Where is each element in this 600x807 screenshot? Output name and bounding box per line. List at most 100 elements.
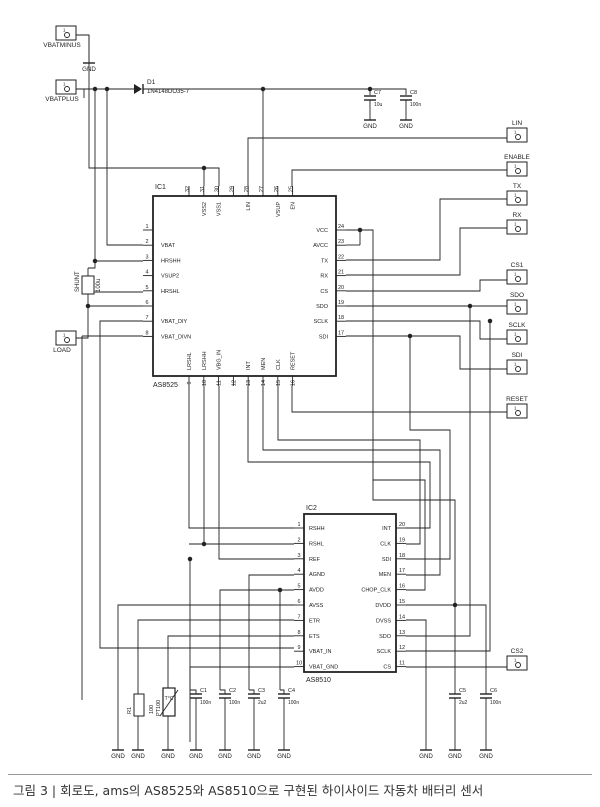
ic2-pin-name: ETS [309, 634, 320, 640]
ic1-pin-number: 9 [187, 381, 193, 384]
ic1-pin-name: SDI [319, 334, 329, 340]
connector-tx-pin [515, 197, 521, 203]
wire [277, 386, 421, 545]
junction-dot [201, 165, 207, 171]
ic1-pin-number: 23 [338, 239, 344, 245]
ic2-pin-number: 17 [399, 568, 405, 574]
wire [280, 689, 285, 694]
ic1-pin-name: HRSHL [161, 289, 180, 295]
ic1-pin-number: 12 [231, 380, 237, 386]
ic2-pin-name: RSHL [309, 541, 324, 547]
cap-c8-ref: C8 [410, 90, 417, 96]
gnd-label: GND [111, 753, 125, 760]
ic1-pin-number: 17 [338, 330, 344, 336]
ic2-pin-number: 14 [399, 614, 405, 620]
ic1-pin-number: 18 [338, 315, 344, 321]
ic1-pin-number: 16 [291, 380, 297, 386]
ic1-pin-name: VSUP2 [161, 274, 179, 280]
ic1-pin-number: 21 [338, 270, 344, 276]
ic2-pin-name: REF [309, 557, 321, 563]
ic2-pin-name: RSHH [309, 526, 325, 532]
junction-dot [92, 86, 98, 92]
junction-dot [92, 258, 98, 264]
cap-c4-ref: C4 [288, 688, 295, 694]
diode-d1-ref: D1 [147, 79, 156, 86]
gnd-label: GND [82, 66, 96, 73]
wire [167, 635, 294, 685]
connector-cs1-pin-num: 1 [514, 272, 517, 277]
ic1-pin-number: 26 [274, 186, 280, 192]
ic1-ref: IC1 [155, 184, 166, 191]
connector-sdi-pin-num: 1 [514, 362, 517, 367]
ic1-pin-number: 4 [145, 270, 148, 276]
wire [117, 604, 294, 742]
connector-sdo-label: SDO [510, 292, 524, 299]
ic1-pin-number: 20 [338, 285, 344, 291]
wires [76, 34, 507, 742]
wire [99, 320, 294, 649]
ic2-pin-name: SCLK [377, 649, 392, 655]
ic2-pin-number: 19 [399, 537, 405, 543]
ic2-pin-name: VBAT_GND [309, 665, 338, 671]
gnd-label: GND [247, 753, 261, 760]
ic2-pin-name: SDI [382, 557, 392, 563]
resistor-r1 [133, 693, 145, 717]
ic1-pin-name: CS [320, 289, 328, 295]
ic1-pin-name: EN [291, 202, 297, 210]
ic1-pin-number: 3 [145, 254, 148, 260]
ic1-pin-number: 22 [338, 254, 344, 260]
cap-c2-value: 100n [229, 700, 240, 706]
connector-sclk-label: SCLK [509, 322, 527, 329]
ic2-pin-name: DVSS [376, 618, 391, 624]
ic2-pin-number: 4 [297, 568, 300, 574]
ic1-body [152, 195, 337, 377]
gnd-label: GND [419, 753, 433, 760]
wire [76, 294, 89, 339]
connector-tx-pin-num: 1 [514, 193, 517, 198]
wire [372, 460, 456, 605]
wire [291, 386, 507, 413]
ic2-pin-number: 2 [297, 537, 300, 543]
ic2-pin-number: 9 [297, 645, 300, 651]
wire [406, 336, 451, 560]
connector-cs2-pin-num: 1 [514, 658, 517, 663]
ic2-pin-name: AVSS [309, 603, 324, 609]
connector-vbatminus-pin-num: 1 [63, 28, 66, 33]
junction-dot [367, 86, 373, 92]
ic1-pin-name: VSUP [276, 202, 282, 217]
sensor-pt100-ref: PT100 [156, 700, 162, 716]
ic1-pin-name: SCLK [314, 319, 329, 325]
junction-dot [357, 227, 363, 233]
ic1-pin-name: INT [246, 361, 252, 371]
ic2-pin-name: MEN [379, 572, 391, 578]
connector-lin-label: LIN [512, 120, 522, 127]
ic1-pin-name: HRSHH [161, 258, 181, 264]
ic1-pin-number: 28 [244, 186, 250, 192]
ic2-pin-name: SDO [379, 634, 392, 640]
sensor-pt100-slash [159, 689, 179, 717]
ic1-pin-number: 24 [338, 224, 344, 230]
wire [346, 198, 507, 261]
wire [262, 386, 441, 576]
wire [373, 479, 426, 591]
ic2-pin-number: 12 [399, 645, 405, 651]
ic1-pin-number: 8 [145, 330, 148, 336]
connector-rx-pin-num: 1 [514, 222, 517, 227]
cap-c5-value: 2u2 [459, 700, 468, 706]
resistor-r1-ref: R1 [127, 707, 133, 714]
gnd-label: GND [399, 123, 413, 130]
junction-dot [85, 303, 91, 309]
ic2-pin-number: 11 [399, 661, 405, 667]
ic2-pin-name: CS [383, 665, 391, 671]
shunt-resistor [81, 275, 95, 295]
ic2-pin-name: DVDD [375, 603, 391, 609]
connector-sdi-label: SDI [512, 352, 523, 359]
diode-d1-triangle [134, 84, 142, 94]
wire [88, 40, 205, 186]
ic2-pin-number: 6 [297, 599, 300, 605]
gnd-label: GND [479, 753, 493, 760]
cap-c2-ref: C2 [229, 688, 236, 694]
ic1-pin-name: SDO [316, 304, 329, 310]
figure-caption: 그림 3 | 회로도, ams의 AS8525와 AS8510으로 구현된 하이… [13, 783, 484, 798]
